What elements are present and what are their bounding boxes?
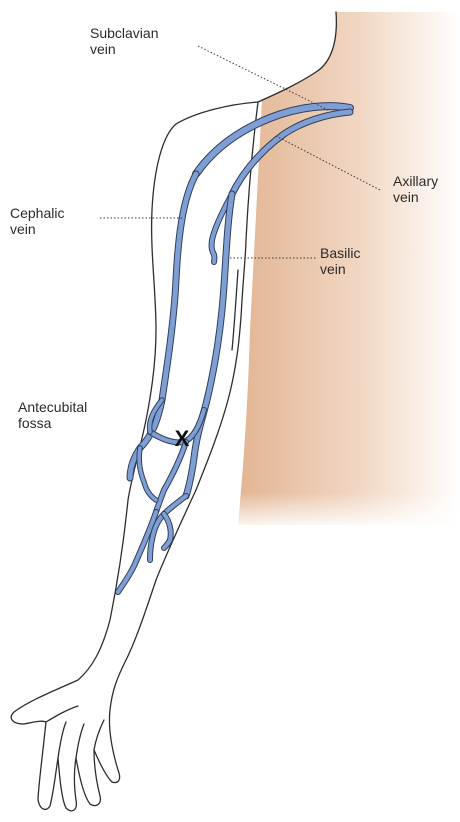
elbow-crease <box>232 270 238 350</box>
vein-basilic <box>186 194 232 496</box>
finger-line <box>76 724 84 758</box>
cephalic-label: Cephalic vein <box>10 205 68 237</box>
antecubital-marker: X <box>175 426 190 451</box>
finger-line <box>58 722 66 758</box>
finger-line <box>94 720 104 750</box>
antecubital-label: Antecubital fossa <box>18 399 91 431</box>
thumb-crease <box>46 706 78 722</box>
subclavian-label: Subclavian vein <box>90 25 162 57</box>
